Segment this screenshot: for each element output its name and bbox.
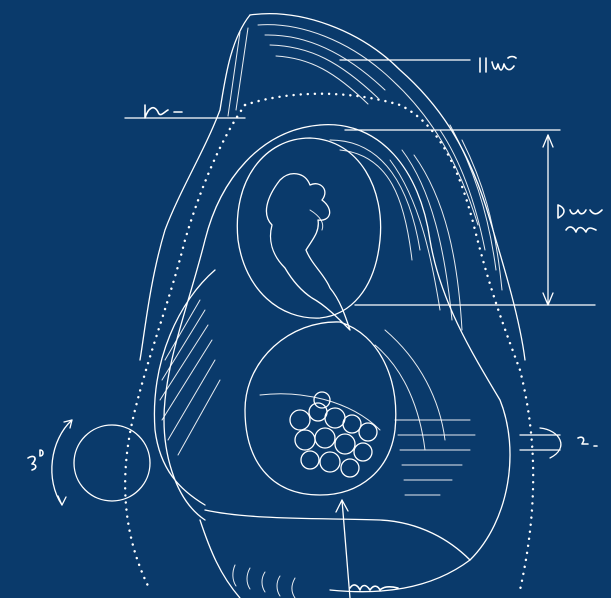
annotation-left-lower bbox=[28, 450, 43, 470]
lower-chamber bbox=[245, 322, 396, 495]
annotation-top-right bbox=[480, 57, 516, 73]
annotation-right-dimension bbox=[558, 205, 602, 232]
cell-cluster bbox=[290, 392, 377, 477]
upper-chamber bbox=[237, 138, 380, 330]
right-lobe bbox=[375, 330, 475, 495]
bottom-base bbox=[200, 510, 470, 598]
annotation-right-middle bbox=[578, 437, 597, 446]
annotation-bottom bbox=[350, 585, 398, 590]
outer-shell bbox=[140, 14, 525, 360]
leader-lines bbox=[125, 60, 595, 598]
side-circle bbox=[52, 420, 150, 505]
annotation-scribbles bbox=[28, 57, 602, 591]
annotation-left-upper bbox=[145, 105, 182, 118]
middle-ring bbox=[164, 125, 510, 592]
